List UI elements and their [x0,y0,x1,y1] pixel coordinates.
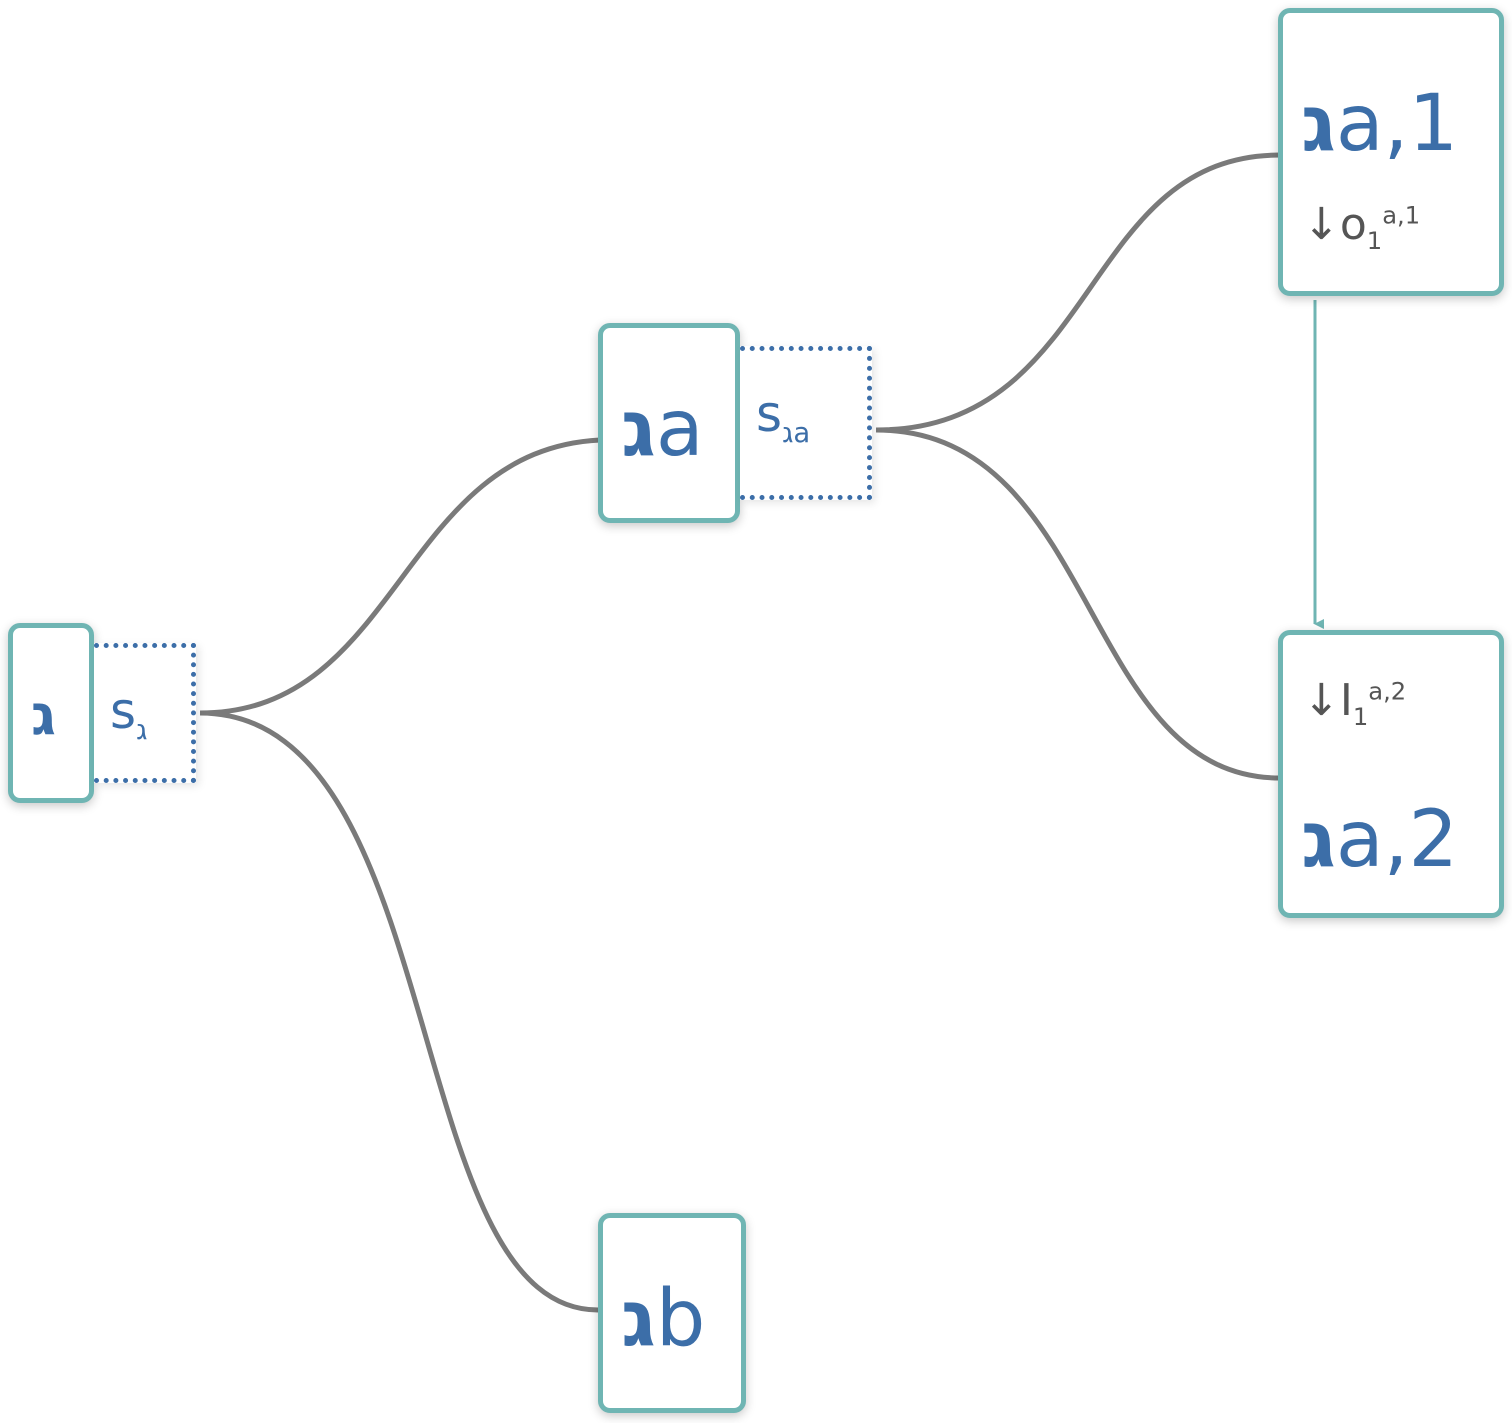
node-root[interactable]: ג [8,623,94,803]
node-b[interactable]: גb [598,1213,746,1413]
edge-root-to-b [199,710,599,1313]
node-a[interactable]: גa [598,323,740,523]
node-a2[interactable]: ↓I1a,2 גa,2 [1278,630,1504,918]
edge-root-to-a [199,437,601,716]
slot-root[interactable]: sג [94,643,196,783]
node-b-label: גb [621,1274,706,1364]
node-a2-label: גa,2 [1301,795,1459,885]
edge-a-to-a1 [875,152,1281,433]
node-a-label: גa [621,384,704,474]
slot-a-label: sגa [756,385,811,449]
node-root-label: ג [31,683,57,748]
slot-a[interactable]: sגa [740,346,872,500]
node-a1[interactable]: גa,1 ↓o1a,1 [1278,8,1504,296]
edge-a-to-a2 [875,427,1281,781]
slot-root-label: sג [110,682,148,746]
node-a1-label: גa,1 [1301,79,1459,169]
node-a2-annotation: ↓I1a,2 [1303,675,1407,731]
node-a1-annotation: ↓o1a,1 [1303,199,1421,255]
